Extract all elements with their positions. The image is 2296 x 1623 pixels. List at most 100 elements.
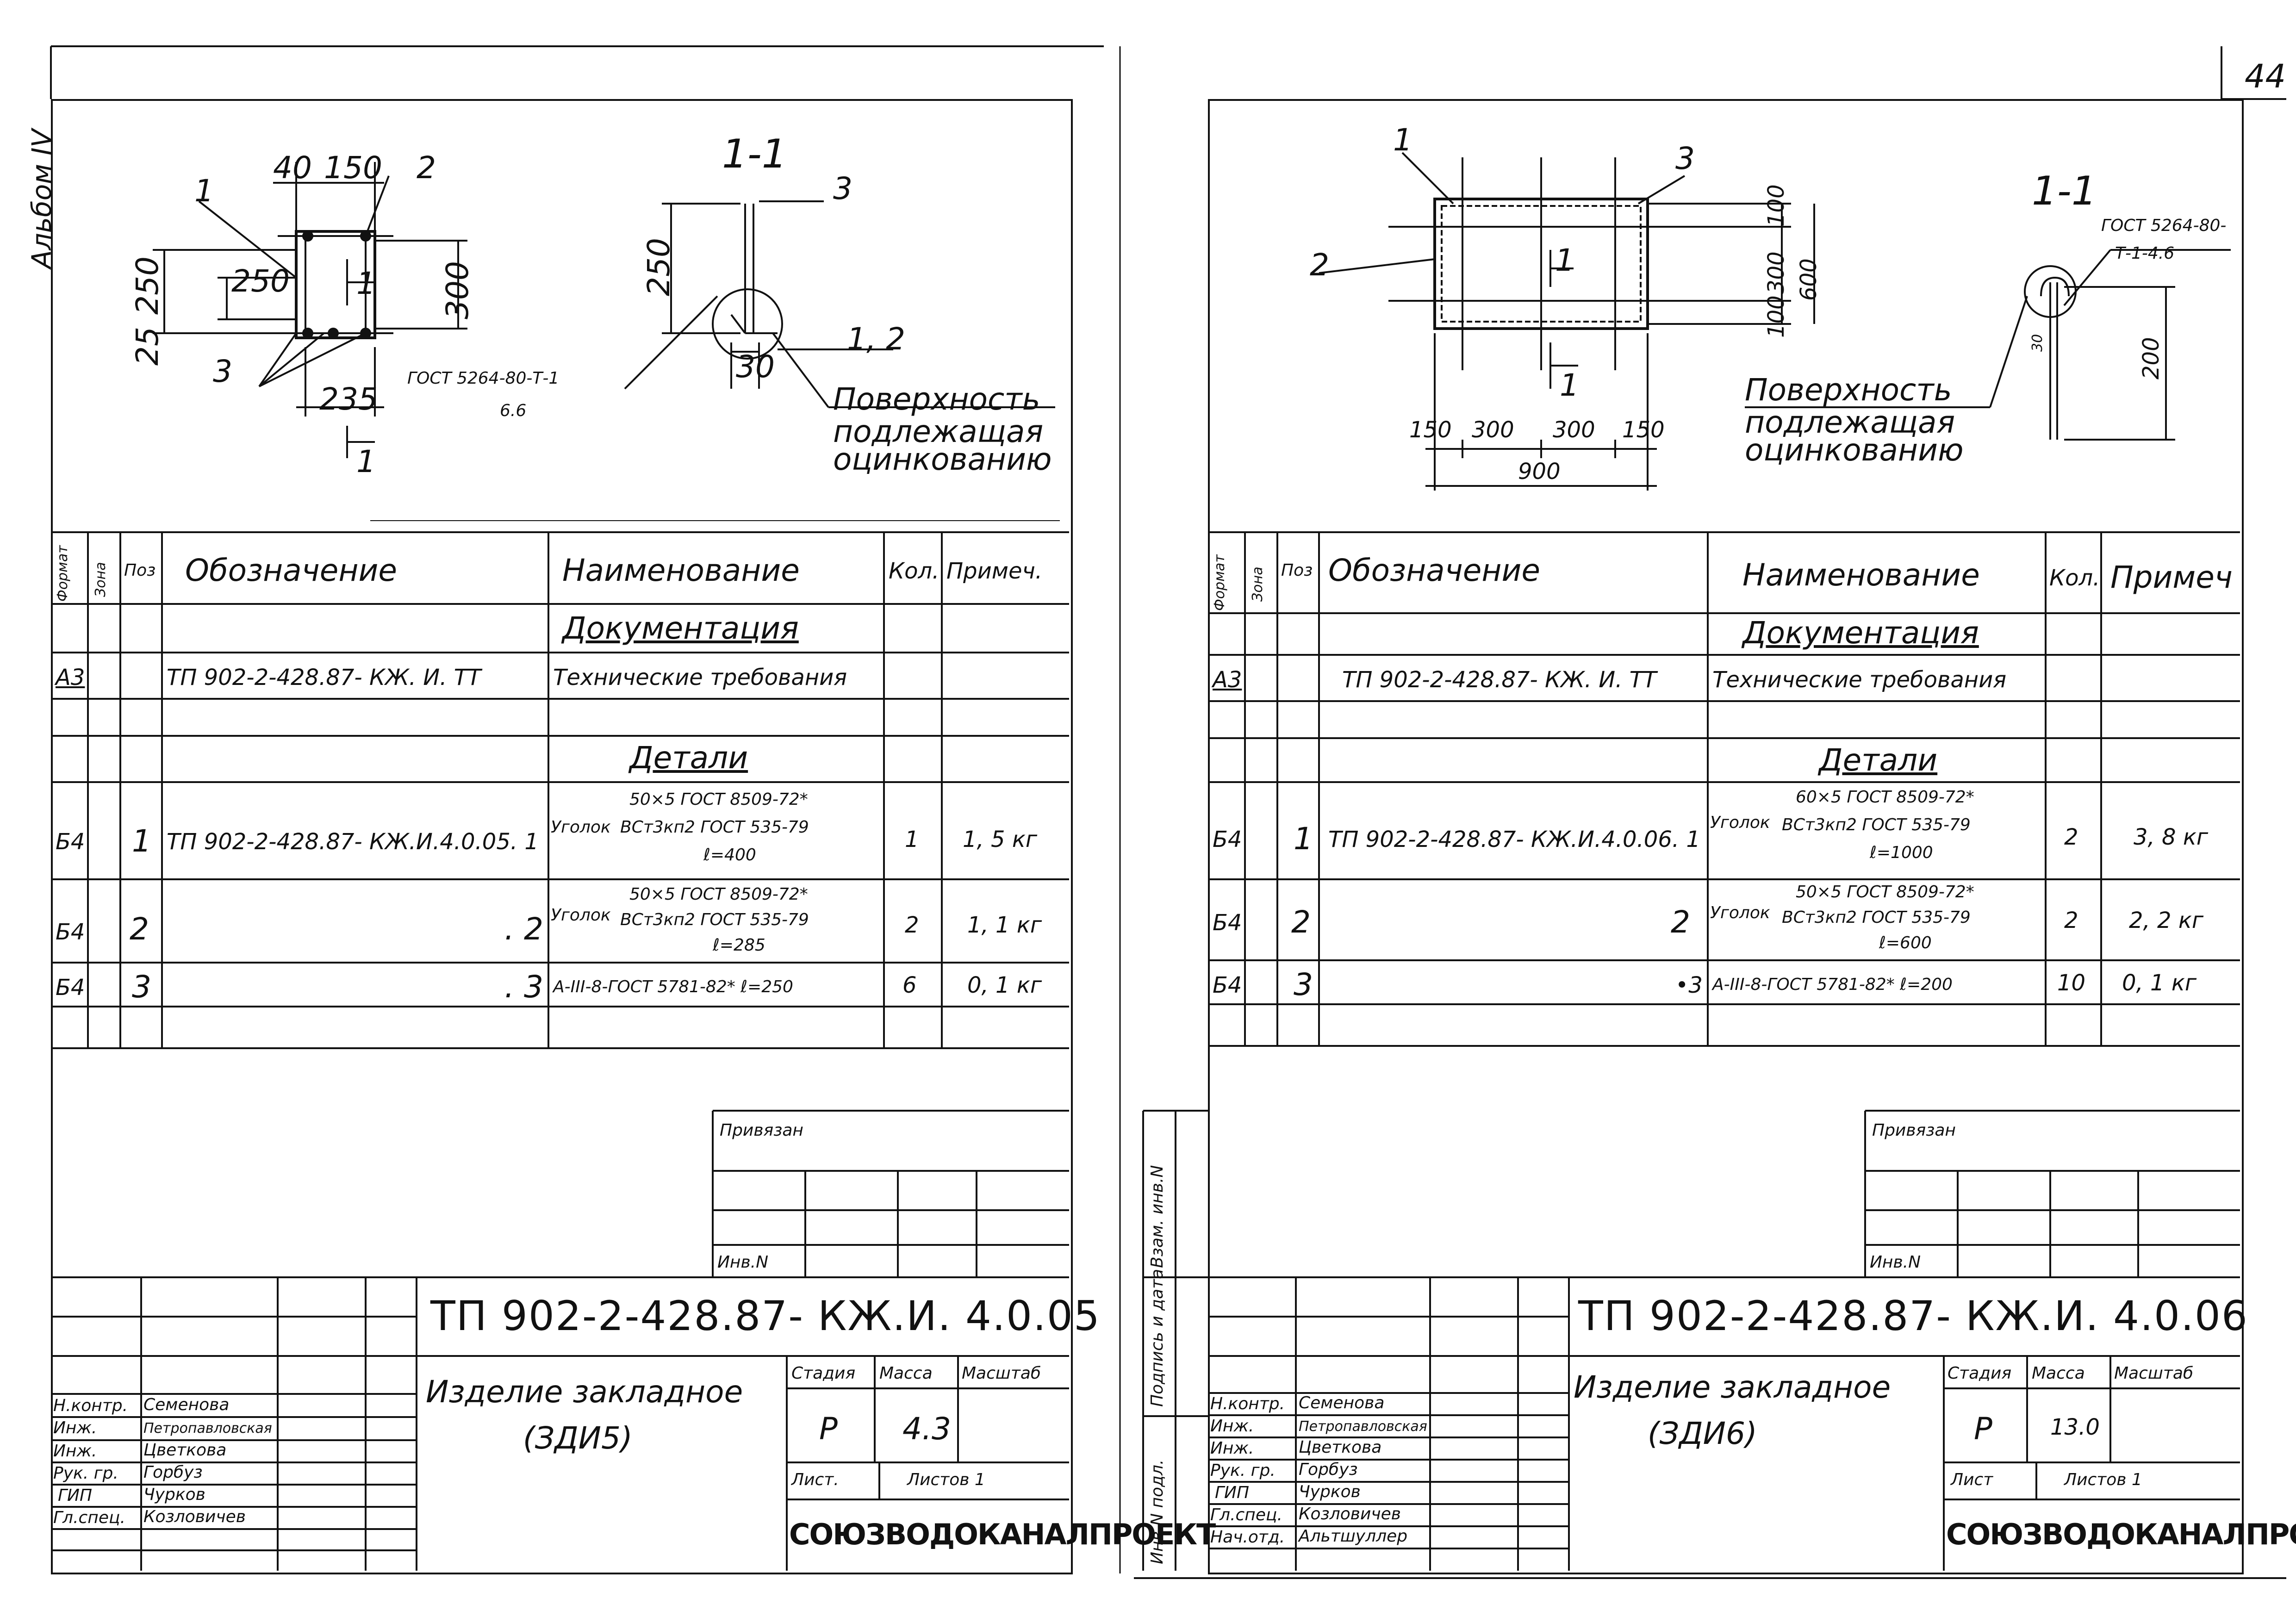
weld-size: 6.6 — [500, 401, 527, 420]
r-hdr-format: Формат — [1212, 554, 1228, 611]
row3-note: 0, 1 кг — [967, 972, 1042, 998]
r-dim-200: 200 — [2138, 337, 2164, 379]
r-signer-name-4: Горбуз — [1299, 1460, 1358, 1479]
r-row-details: Детали — [1819, 742, 1938, 778]
r-dim-900: 900 — [1518, 459, 1561, 485]
dim-150: 150 — [324, 150, 382, 186]
row3-name: А-III-8-ГОСТ 5781-82* ℓ=250 — [553, 977, 793, 996]
sheet-header: Лист. — [791, 1470, 839, 1489]
r-row1-qty: 2 — [2064, 824, 2078, 850]
r-dim-600: 600 — [1796, 258, 1822, 301]
r-drawing-code: ТП 902-2-428.87- КЖ.И. 4.0.06 — [1578, 1292, 2248, 1340]
surface-note-2: подлежащая — [833, 414, 1044, 449]
r-position-3: 3 — [1675, 141, 1695, 176]
r-row1-name-a: Уголок — [1710, 813, 1770, 832]
r-row-documentation: Документация — [1742, 615, 1979, 651]
signer-name-2: Петропавловская — [143, 1420, 272, 1436]
r-dim-150-right: 150 — [1622, 417, 1665, 443]
title-line-1: Изделие закладное — [426, 1374, 743, 1410]
position-1: 1 — [194, 173, 214, 209]
r-inv-label: Инв.N — [1870, 1253, 1921, 1272]
r-signer-role-7: Нач.отд. — [1210, 1528, 1285, 1547]
row1-pos: 1 — [132, 823, 151, 859]
r-row1-name-top: 60×5 ГОСТ 8509-72* — [1796, 788, 1974, 807]
position-3-section: 3 — [833, 171, 852, 206]
section-label: 1-1 — [722, 131, 787, 177]
r-dim-300-a: 300 — [1472, 417, 1514, 443]
r-signer-role-3: Инж. — [1210, 1439, 1254, 1458]
signer-role-5: ГИП — [58, 1486, 93, 1505]
r-dim-300-b: 300 — [1553, 417, 1595, 443]
row3-pos: 3 — [132, 969, 151, 1005]
row1-name-a: Уголок — [551, 818, 611, 837]
signer-name-1: Семенова — [143, 1395, 230, 1414]
r-row2-format: Б4 — [1213, 910, 1242, 936]
signer-name-5: Чурков — [143, 1485, 205, 1504]
r-row3-qty: 10 — [2057, 970, 2086, 996]
r-position-1: 1 — [1393, 122, 1412, 158]
r-signer-role-2: Инж. — [1210, 1417, 1254, 1436]
sheets-header: Листов 1 — [907, 1470, 985, 1489]
r-title-line-1: Изделие закладное — [1574, 1369, 1891, 1405]
row-tt-name: Технические требования — [553, 665, 847, 690]
row2-format: Б4 — [56, 919, 85, 945]
signer-role-3: Инж. — [53, 1442, 97, 1461]
r-row1-name-bot: ВСт3кп2 ГОСТ 535-79 — [1782, 815, 1971, 834]
r-weld-note-a: ГОСТ 5264-80- — [2101, 216, 2227, 235]
r-title-line-2: (ЗДИ6) — [1648, 1416, 1757, 1451]
side-label-signature: Подпись и дата — [1148, 1269, 1167, 1407]
r-position-2: 2 — [1310, 247, 1329, 283]
row1-name-len: ℓ=400 — [703, 846, 756, 864]
r-surface-note-1: Поверхность — [1745, 372, 1952, 408]
page-number: 44 — [2245, 57, 2286, 95]
inv-label: Инв.N — [717, 1253, 769, 1272]
signer-role-4: Рук. гр. — [53, 1464, 118, 1483]
hdr-pos: Поз — [124, 561, 156, 580]
r-row2-pos: 2 — [1291, 904, 1311, 940]
row3-qty: 6 — [902, 972, 917, 998]
r-row2-designation: 2 — [1671, 904, 1690, 940]
r-dim-150-left: 150 — [1409, 417, 1452, 443]
r-surface-note-3: оцинкованию — [1745, 432, 1964, 468]
r-row3-name: А-III-8-ГОСТ 5781-82* ℓ=200 — [1712, 975, 1953, 994]
stage-header: Стадия — [791, 1364, 856, 1383]
r-row3-pos: 3 — [1294, 967, 1313, 1002]
signer-role-1: Н.контр. — [53, 1396, 128, 1415]
r-row-tt-name: Технические требования — [1712, 667, 2007, 693]
r-signer-name-5: Чурков — [1299, 1482, 1361, 1501]
r-hdr-pos: Поз — [1281, 561, 1313, 580]
section-mark-1: 1 — [356, 266, 376, 301]
scale-header: Масштаб — [962, 1364, 1041, 1383]
row2-name-bot: ВСт3кп2 ГОСТ 535-79 — [620, 910, 809, 929]
r-row2-name-bot: ВСт3кп2 ГОСТ 535-79 — [1782, 908, 1971, 927]
r-row2-note: 2, 2 кг — [2129, 908, 2204, 933]
row2-qty: 2 — [905, 912, 919, 938]
row2-name-len: ℓ=285 — [713, 936, 765, 955]
surface-note-3: оцинкованию — [833, 442, 1052, 477]
row3-format: Б4 — [56, 975, 85, 1001]
privyazan-label: Привязан — [720, 1121, 803, 1140]
r-row1-name-len: ℓ=1000 — [1870, 843, 1933, 862]
dim-30: 30 — [736, 349, 775, 385]
r-hdr-name: Наименование — [1742, 557, 1980, 593]
weld-note: ГОСТ 5264-80-Т-1 — [407, 369, 560, 388]
hdr-designation: Обозначение — [185, 553, 397, 588]
r-dim-30: 30 — [2029, 334, 2046, 352]
r-row1-format: Б4 — [1213, 827, 1242, 852]
r-hdr-note: Примеч — [2110, 560, 2233, 595]
r-signer-name-3: Цветкова — [1299, 1438, 1382, 1457]
section-mark-1-bottom: 1 — [356, 444, 376, 479]
r-row3-format: Б4 — [1213, 972, 1242, 998]
r-privyazan-label: Привязан — [1872, 1121, 1956, 1140]
r-row-tt-designation: ТП 902-2-428.87- КЖ. И. ТТ — [1342, 667, 1657, 693]
row2-name-a: Уголок — [551, 906, 611, 925]
side-label-inv-podl: Инв.N подл. — [1148, 1459, 1167, 1564]
r-row1-pos: 1 — [1294, 821, 1313, 857]
organization: СОЮЗВОДОКАНАЛПРОЕКТ — [789, 1517, 1216, 1551]
signer-name-6: Козловичев — [143, 1507, 246, 1526]
r-row1-designation: ТП 902-2-428.87- КЖ.И.4.0.06. 1 — [1328, 827, 1700, 852]
row1-designation: ТП 902-2-428.87- КЖ.И.4.0.05. 1 — [167, 829, 539, 855]
row3-designation: . 3 — [504, 969, 543, 1005]
